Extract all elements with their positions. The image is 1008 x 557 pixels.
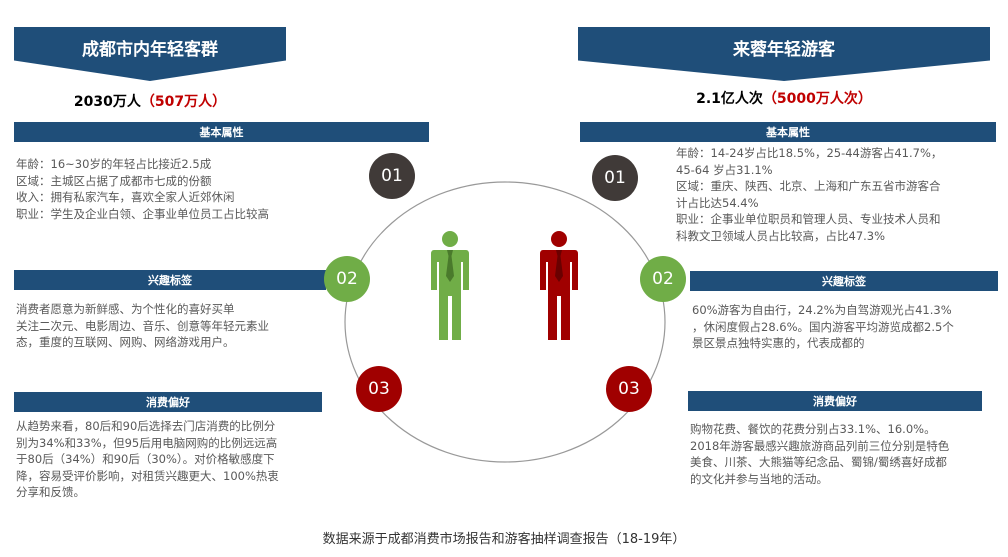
right-population: 2.1亿人次（5000万人次） xyxy=(578,88,990,108)
left-population-sub: （507万人） xyxy=(140,94,227,110)
source-footnote: 数据来源于成都消费市场报告和游客抽样调查报告（18-19年） xyxy=(322,532,686,547)
right-number-03: 03 xyxy=(606,366,652,412)
left-interest-text: 消费者愿意为新鲜感、为个性化的喜好买单 关注二次元、电影周边、音乐、创意等年轻元… xyxy=(16,302,269,349)
left-number-02: 02 xyxy=(324,256,370,302)
right-interest-header: 兴趣标签 xyxy=(690,271,998,291)
right-population-main: 2.1亿人次 xyxy=(696,91,763,107)
left-population-main: 2030万人 xyxy=(73,94,141,110)
right-basic-header: 基本属性 xyxy=(580,122,996,142)
right-number-01: 01 xyxy=(592,155,638,201)
left-consumption-header: 消费偏好 xyxy=(14,392,322,412)
left-number-03: 03 xyxy=(356,366,402,412)
right-title: 来蓉年轻游客 xyxy=(733,39,835,60)
left-basic-text: 年龄：16~30岁的年轻占比接近2.5成 区域：主城区占据了成都市七成的份额 收… xyxy=(16,157,269,221)
person-icon-green xyxy=(431,231,469,340)
left-population: 2030万人（507万人） xyxy=(14,91,286,111)
left-consumption-text: 从趋势来看，80后和90后选择去门店消费的比例分 别为34%和33%，但95后用… xyxy=(16,419,279,499)
right-consumption-text: 购物花费、餐饮的花费分别占33.1%、16.0%。 2018年游客最感兴趣旅游商… xyxy=(690,422,950,486)
person-icon-red xyxy=(540,231,578,340)
right-interest-text: 60%游客为自由行，24.2%为自驾游观光占41.3% ，休闲度假占28.6%。… xyxy=(692,303,954,350)
right-population-sub: （5000万人次） xyxy=(762,91,872,107)
right-consumption-header: 消费偏好 xyxy=(688,391,982,411)
right-basic-text: 年龄：14-24岁占比18.5%，25-44游客占41.7%， 45-64 岁占… xyxy=(676,146,943,243)
left-interest-header: 兴趣标签 xyxy=(14,270,326,290)
right-number-02: 02 xyxy=(640,256,686,302)
left-title: 成都市内年轻客群 xyxy=(82,39,218,60)
left-basic-header: 基本属性 xyxy=(14,122,429,142)
left-number-01: 01 xyxy=(369,153,415,199)
